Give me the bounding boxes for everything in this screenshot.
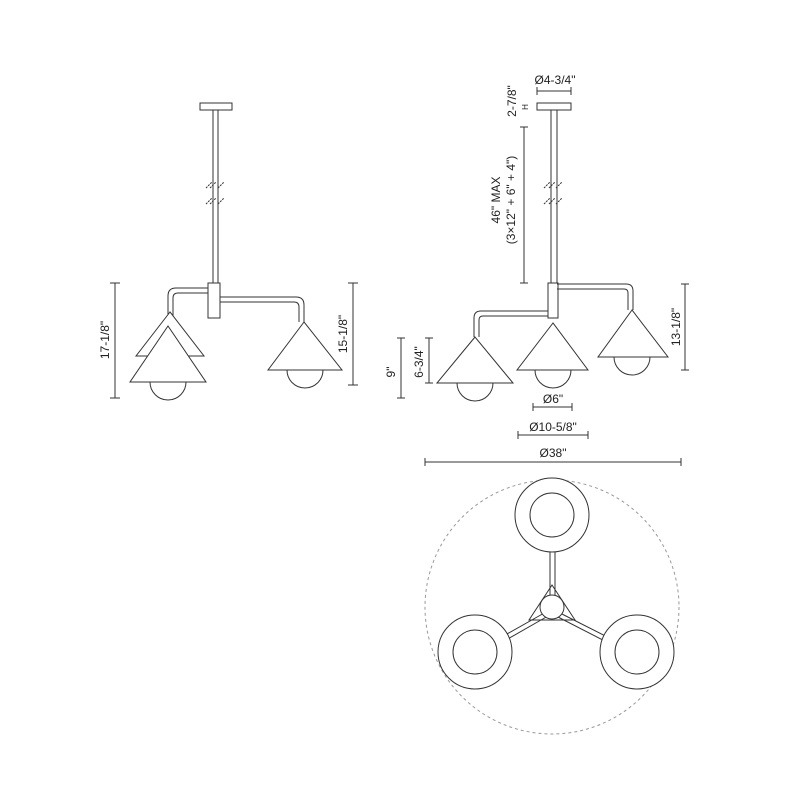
bulb-diameter-label: Ø6"	[543, 392, 563, 406]
dim-line	[520, 126, 528, 284]
canopy-diameter-label: Ø4-3/4"	[535, 73, 576, 87]
dim-line	[348, 282, 358, 386]
overall-height-label: 17-1/8"	[98, 321, 112, 359]
shade-top	[514, 477, 590, 553]
dim-line	[397, 337, 405, 399]
hub	[539, 594, 565, 620]
bulb	[456, 382, 494, 402]
bulb-top	[452, 629, 498, 675]
bulb-top	[614, 629, 660, 675]
stem	[550, 109, 558, 286]
shade-height-label: 9"	[384, 367, 398, 378]
arm-left	[473, 310, 548, 337]
canopy-height-label: 2-7/8"	[505, 85, 519, 117]
arms	[474, 514, 638, 657]
stem-break-mark	[205, 181, 225, 205]
bulb-top	[529, 492, 575, 538]
stem-break-mark	[543, 181, 563, 205]
body-block	[207, 282, 221, 319]
bulb	[149, 381, 187, 401]
stem-max-label: 46" MAX	[489, 177, 503, 224]
front-view: Ø4-3/4" 2-7/8" H 46" MAX (3×12" + 6" + 4…	[384, 73, 689, 466]
body-block	[547, 282, 559, 319]
overall-diameter-label: Ø38"	[540, 446, 567, 460]
canopy	[536, 102, 572, 111]
arm-height-label: 13-1/8"	[669, 308, 683, 346]
shade-bottom-right	[599, 614, 675, 690]
shade-bottom-left	[437, 614, 513, 690]
dim-line	[536, 87, 572, 95]
top-view	[424, 477, 680, 735]
dim-line	[425, 337, 433, 384]
shade-right	[597, 309, 670, 358]
bulb	[534, 369, 572, 389]
stem	[212, 109, 219, 286]
shade-left	[435, 336, 515, 384]
span-circle	[424, 479, 680, 735]
arm-height-label: 15-1/8"	[336, 315, 350, 353]
dim-line	[681, 283, 689, 371]
canopy	[199, 102, 233, 111]
bulb	[613, 356, 651, 376]
dim-line	[517, 431, 589, 439]
shade-right	[267, 321, 344, 371]
dim-line	[424, 458, 682, 466]
dim-line	[110, 282, 120, 399]
side-view: 17-1/8" 15-1/8"	[98, 102, 358, 401]
shade-diameter-label: Ø10-5/8"	[529, 420, 577, 434]
stem-breakdown-label: (3×12" + 6" + 4")	[504, 156, 518, 245]
dim-line	[532, 403, 573, 411]
shade-center	[515, 322, 589, 371]
shade-cone-height-label: 6-3/4"	[412, 346, 426, 378]
arm-left	[167, 287, 208, 318]
canopy-height-marker: H	[521, 104, 530, 110]
shade-front	[129, 325, 207, 383]
arm-right	[220, 296, 305, 322]
bulb	[286, 369, 324, 389]
arm-right	[557, 283, 634, 310]
